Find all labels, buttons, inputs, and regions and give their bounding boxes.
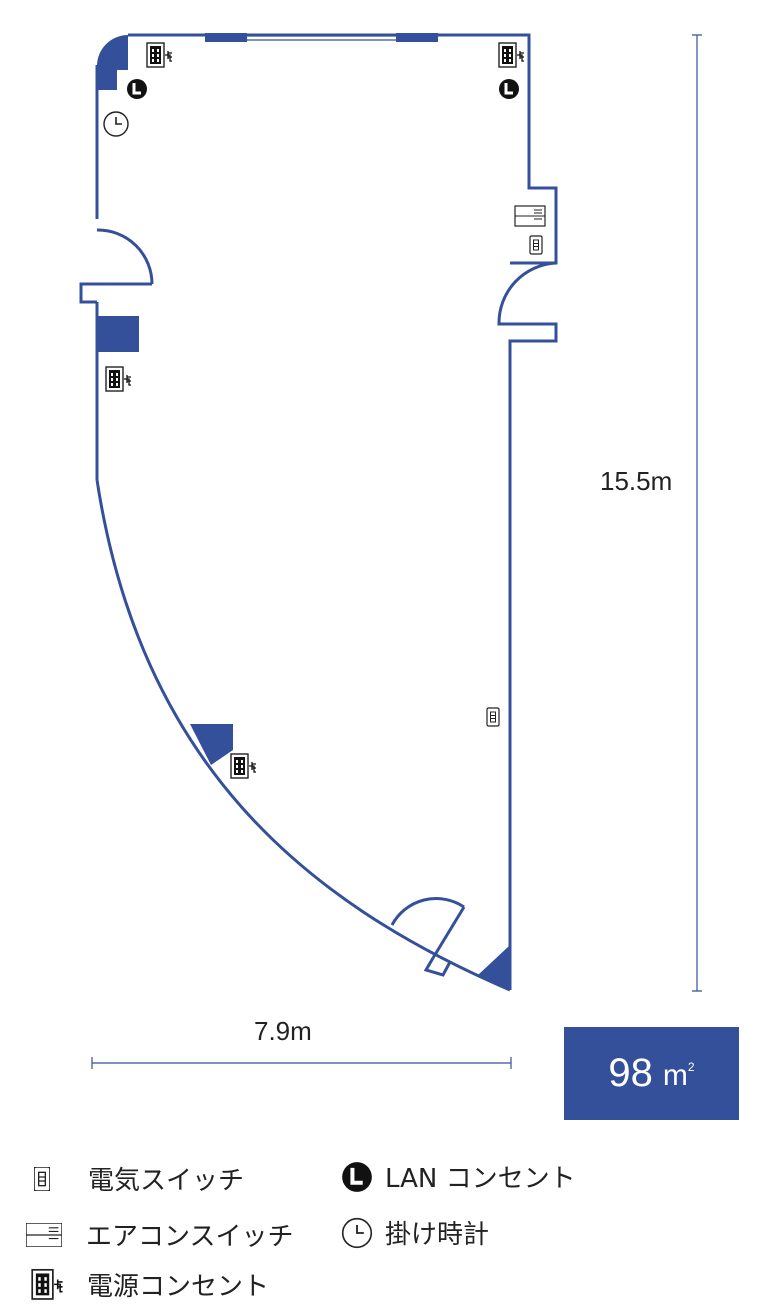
width-dimension-label: 7.9m — [254, 1016, 312, 1046]
legend-label: 電源コンセント — [87, 1272, 270, 1302]
legend-item-ac-switch: エアコンスイッチ — [26, 1216, 293, 1253]
area-value: 98 — [608, 1051, 653, 1095]
legend-label: 電気スイッチ — [88, 1166, 245, 1196]
legend-item-power-outlet: 電源コンセント — [31, 1266, 269, 1303]
area-badge: 98 m2 — [564, 1027, 739, 1120]
ac-switch-icon — [514, 205, 546, 227]
right-door — [497, 261, 557, 326]
power-outlet-icon — [498, 42, 525, 68]
room-walls — [79, 33, 558, 992]
light-switch-icon — [34, 1166, 50, 1191]
left-door — [96, 228, 154, 286]
corner-column — [97, 35, 128, 90]
lan-outlet-icon — [342, 1161, 372, 1192]
power-outlet-icon — [146, 42, 173, 68]
legend-label: 掛け時計 — [385, 1220, 490, 1250]
wall-clock-icon — [341, 1217, 373, 1248]
wall-clock-icon — [103, 111, 129, 137]
bottom-door — [390, 897, 466, 977]
lan-outlet-icon — [497, 77, 521, 101]
power-outlet-icon — [31, 1268, 64, 1300]
light-switch-icon — [529, 235, 543, 255]
height-dimension-label: 15.5m — [600, 466, 672, 496]
ac-switch-icon — [26, 1222, 62, 1247]
curve-column — [190, 724, 233, 765]
bottom-right-column — [478, 945, 510, 990]
legend-item-lan: LAN コンセント — [341, 1158, 576, 1195]
legend-item-light-switch: 電気スイッチ — [34, 1160, 244, 1197]
area-unit: m2 — [662, 1058, 695, 1092]
legend-item-clock: 掛け時計 — [341, 1214, 489, 1251]
left-pillar — [97, 316, 139, 352]
width-dimension-line — [91, 1057, 512, 1069]
light-switch-icon — [486, 707, 500, 727]
legend-label: エアコンスイッチ — [86, 1222, 294, 1252]
height-dimension-line — [692, 34, 702, 992]
power-outlet-icon — [105, 366, 132, 392]
area-unit-superscript: 2 — [687, 1059, 695, 1074]
lan-outlet-icon — [125, 77, 149, 101]
legend-label: LAN コンセント — [385, 1164, 576, 1194]
power-outlet-icon — [230, 753, 257, 779]
top-window — [205, 33, 438, 42]
